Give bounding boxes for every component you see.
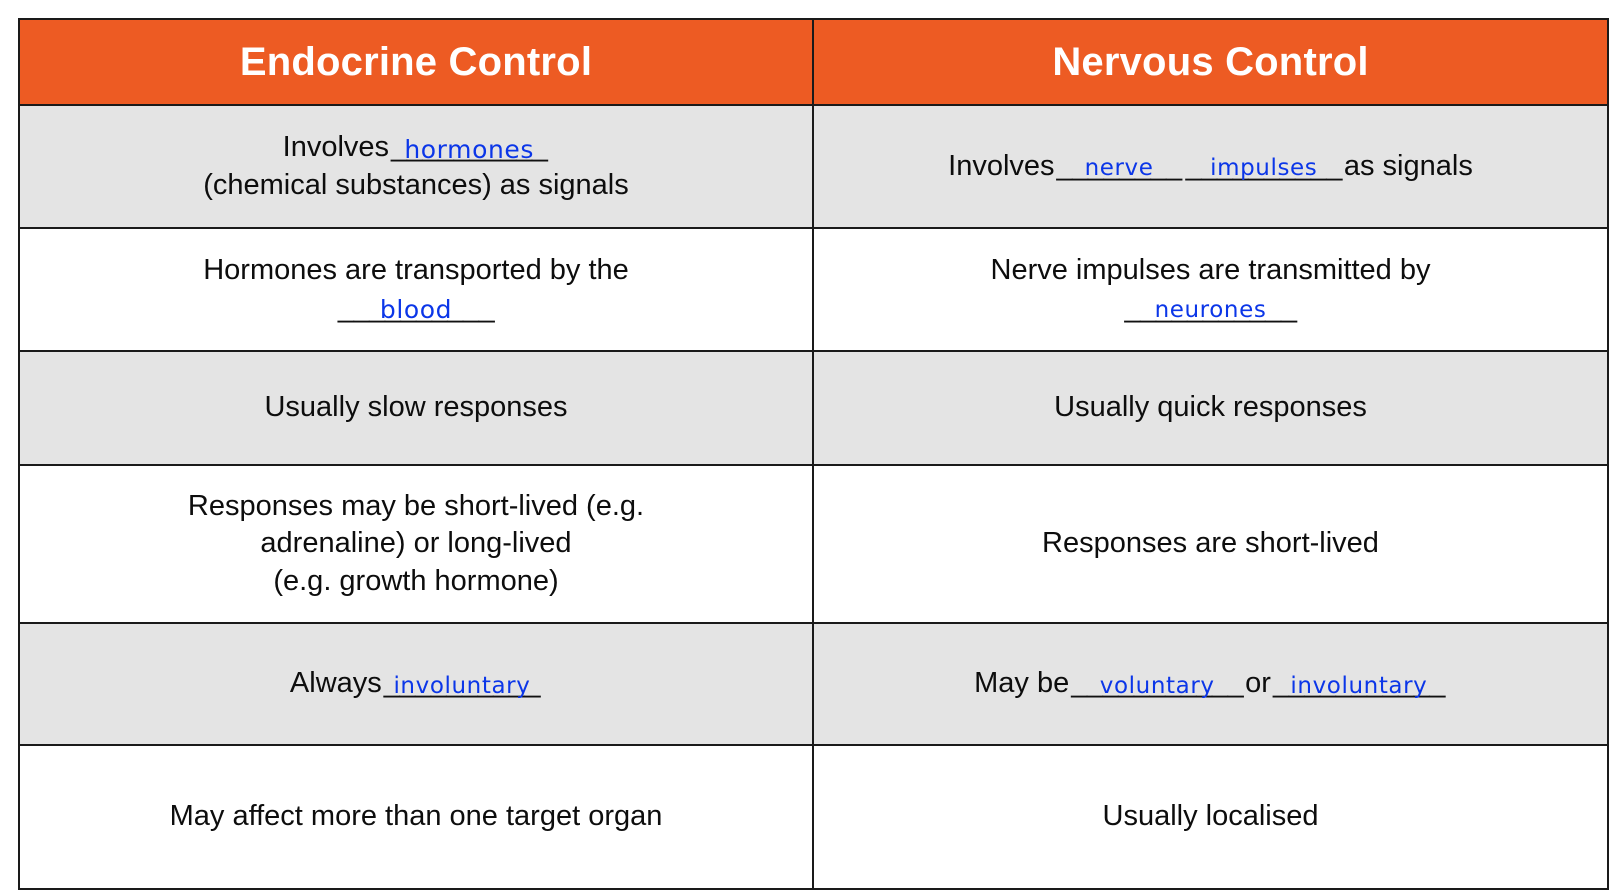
table-row: May affect more than one target organ Us…	[18, 744, 1609, 890]
blank-rule: __________	[1185, 149, 1343, 182]
cell-endocrine-duration: Responses may be short-lived (e.g. adren…	[18, 464, 814, 624]
text-line: Nerve impulses are transmitted by	[990, 254, 1431, 287]
blank-rule: ___________	[1272, 667, 1445, 700]
static-text: Involves	[948, 149, 1055, 182]
blank-field[interactable]: ___________ voluntary	[1071, 665, 1243, 702]
static-text: May be	[974, 667, 1070, 700]
blank-field[interactable]: __________ blood	[337, 290, 495, 327]
header-label-endocrine: Endocrine Control	[239, 40, 593, 84]
text-line: (e.g. growth hormone)	[273, 564, 559, 597]
text-line: ___________ neurones	[1123, 290, 1299, 327]
text-line: (chemical substances) as signals	[203, 168, 629, 201]
table-header: Endocrine Control Nervous Control	[18, 18, 1609, 106]
blank-field[interactable]: ___________ involuntary	[1273, 665, 1445, 702]
text-line: Involves ________ nerve __________ impul…	[948, 148, 1473, 185]
text-line: Usually slow responses	[264, 391, 568, 424]
blank-rule: ___________	[1124, 291, 1297, 324]
static-text: Involves	[282, 131, 390, 164]
blank-field[interactable]: __________ hormones	[391, 129, 548, 166]
blank-rule: ________	[1056, 149, 1183, 182]
cell-endocrine-targets: May affect more than one target organ	[18, 744, 814, 890]
blank-field[interactable]: __________ impulses	[1185, 148, 1343, 185]
cell-nervous-transport: Nerve impulses are transmitted by ______…	[812, 227, 1609, 352]
text-line: Involves __________ hormones	[283, 129, 550, 166]
cell-nervous-targets: Usually localised	[812, 744, 1609, 890]
header-cell-endocrine: Endocrine Control	[18, 18, 814, 106]
blank-field[interactable]: ________ nerve	[1056, 148, 1183, 185]
text-line: Always __________ involuntary	[290, 665, 542, 702]
blank-rule: __________	[391, 131, 548, 164]
blank-field[interactable]: __________ involuntary	[383, 665, 541, 702]
text-line: Responses are short-lived	[1042, 527, 1379, 560]
text-line: Responses may be short-lived (e.g.	[187, 490, 645, 523]
cell-nervous-control-type: May be ___________ voluntary or ________…	[812, 622, 1609, 746]
table-row: Usually slow responses Usually quick res…	[18, 350, 1609, 466]
blank-rule: ___________	[1071, 667, 1244, 700]
table-row: Always __________ involuntary May be	[18, 622, 1609, 746]
text-line: Usually quick responses	[1054, 391, 1367, 424]
cell-nervous-speed: Usually quick responses	[812, 350, 1609, 466]
text-line: May affect more than one target organ	[169, 800, 663, 833]
static-text: or	[1245, 667, 1271, 700]
header-label-nervous: Nervous Control	[1052, 40, 1369, 84]
table-body: Involves __________ hormones (chemical s…	[18, 104, 1609, 890]
cell-endocrine-speed: Usually slow responses	[18, 350, 814, 466]
static-text: as signals	[1343, 149, 1473, 182]
text-line: May be ___________ voluntary or ________…	[974, 665, 1447, 702]
cell-endocrine-transport: Hormones are transported by the ________…	[18, 227, 814, 352]
comparison-table: Endocrine Control Nervous Control Involv…	[18, 18, 1609, 890]
cell-endocrine-signals: Involves __________ hormones (chemical s…	[18, 104, 814, 229]
header-cell-nervous: Nervous Control	[812, 18, 1609, 106]
blank-field[interactable]: ___________ neurones	[1125, 290, 1297, 327]
blank-rule: __________	[337, 291, 495, 324]
cell-nervous-duration: Responses are short-lived	[812, 464, 1609, 624]
blank-rule: __________	[383, 667, 541, 700]
table-row: Involves __________ hormones (chemical s…	[18, 104, 1609, 229]
text-line: adrenaline) or long-lived	[260, 527, 572, 560]
text-line: Usually localised	[1102, 800, 1319, 833]
text-line: __________ blood	[336, 290, 496, 327]
cell-endocrine-control-type: Always __________ involuntary	[18, 622, 814, 746]
cell-nervous-signals: Involves ________ nerve __________ impul…	[812, 104, 1609, 229]
text-line: Hormones are transported by the	[203, 254, 629, 287]
table-row: Hormones are transported by the ________…	[18, 227, 1609, 352]
header-row: Endocrine Control Nervous Control	[18, 18, 1609, 106]
static-text: Always	[289, 667, 382, 700]
table-row: Responses may be short-lived (e.g. adren…	[18, 464, 1609, 624]
